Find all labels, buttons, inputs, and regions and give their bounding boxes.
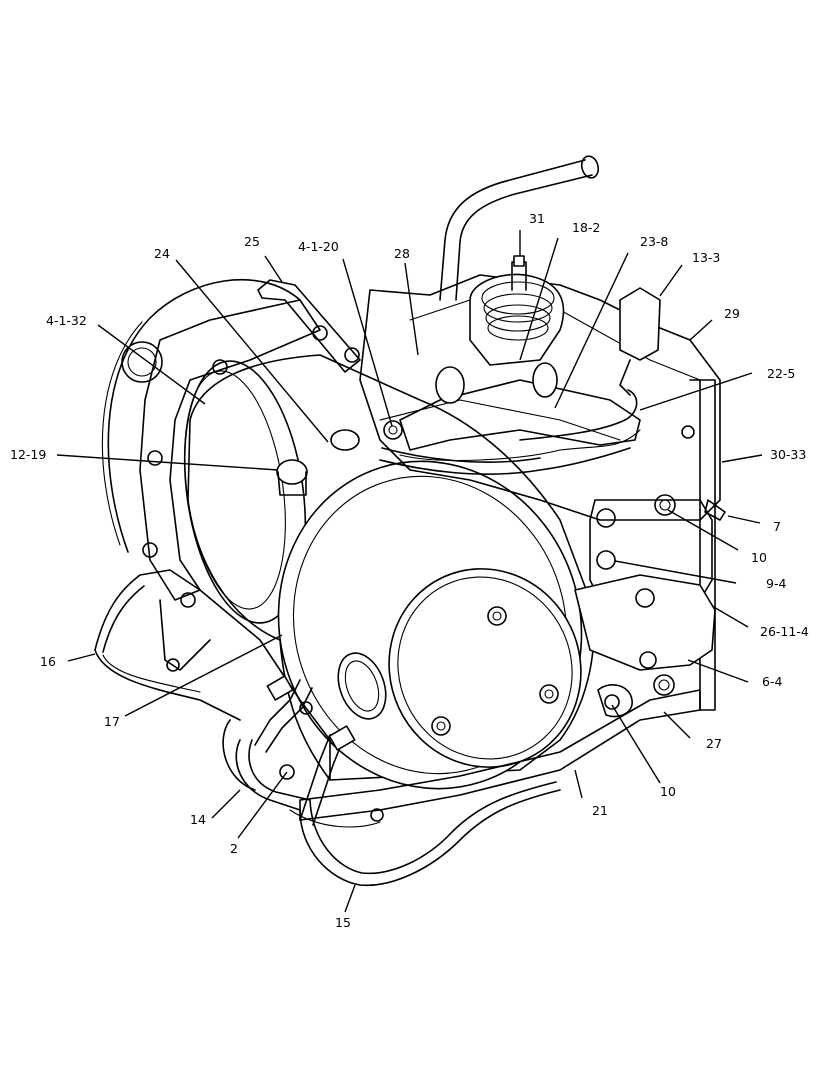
- adapter-plate: [139, 299, 321, 601]
- breather-tube: [439, 159, 586, 301]
- callout-14: 14: [190, 812, 206, 827]
- callout-31: 31: [529, 211, 545, 226]
- callout-23-8: 23-8: [640, 234, 668, 249]
- callout-24: 24: [154, 246, 170, 261]
- callout-30-33: 30-33: [770, 447, 806, 462]
- callout-26-11-4: 26-11-4: [760, 624, 809, 639]
- callout-29: 29: [724, 306, 740, 321]
- callout-21: 21: [592, 803, 608, 818]
- oil-return-hose: [235, 739, 561, 887]
- fuel-line-upper: [399, 379, 641, 451]
- pipe-plug: [276, 459, 308, 485]
- callout-4-1-20: 4-1-20: [298, 239, 339, 254]
- callout-10-lower: 10: [660, 784, 676, 799]
- callout-22-5: 22-5: [767, 366, 795, 381]
- oil-tube: [519, 389, 638, 441]
- callout-labels: 25 24 4-1-20 28 31 18-2 23-8 13-3 29 4-1…: [10, 211, 809, 930]
- oil-supply-hose: [222, 719, 256, 791]
- callout-2: 2: [230, 841, 238, 856]
- callout-15: 15: [335, 915, 351, 930]
- callout-17: 17: [104, 714, 120, 729]
- callout-12-19: 12-19: [10, 447, 46, 462]
- generator-housing-shell: [187, 354, 595, 781]
- callout-10-upper: 10: [751, 550, 767, 565]
- oil-pan: [299, 689, 701, 821]
- callout-27: 27: [706, 736, 722, 751]
- assembly-line-art: [94, 155, 726, 887]
- callout-4-1-32: 4-1-32: [46, 313, 87, 328]
- callout-16: 16: [40, 654, 56, 669]
- callout-18-2: 18-2: [572, 220, 600, 235]
- callout-7: 7: [773, 519, 781, 534]
- lifting-bracket: [257, 279, 361, 373]
- callout-28: 28: [394, 246, 410, 261]
- leader-lines: [56, 230, 763, 913]
- callout-6-4: 6-4: [762, 674, 782, 689]
- callout-13-3: 13-3: [692, 250, 720, 265]
- drive-housing: [574, 574, 716, 671]
- flywheel-housing: [107, 278, 301, 553]
- callout-9-4: 9-4: [766, 576, 786, 591]
- callout-25: 25: [244, 234, 260, 249]
- base-frame: [94, 569, 331, 781]
- electrical-connector: [619, 287, 661, 361]
